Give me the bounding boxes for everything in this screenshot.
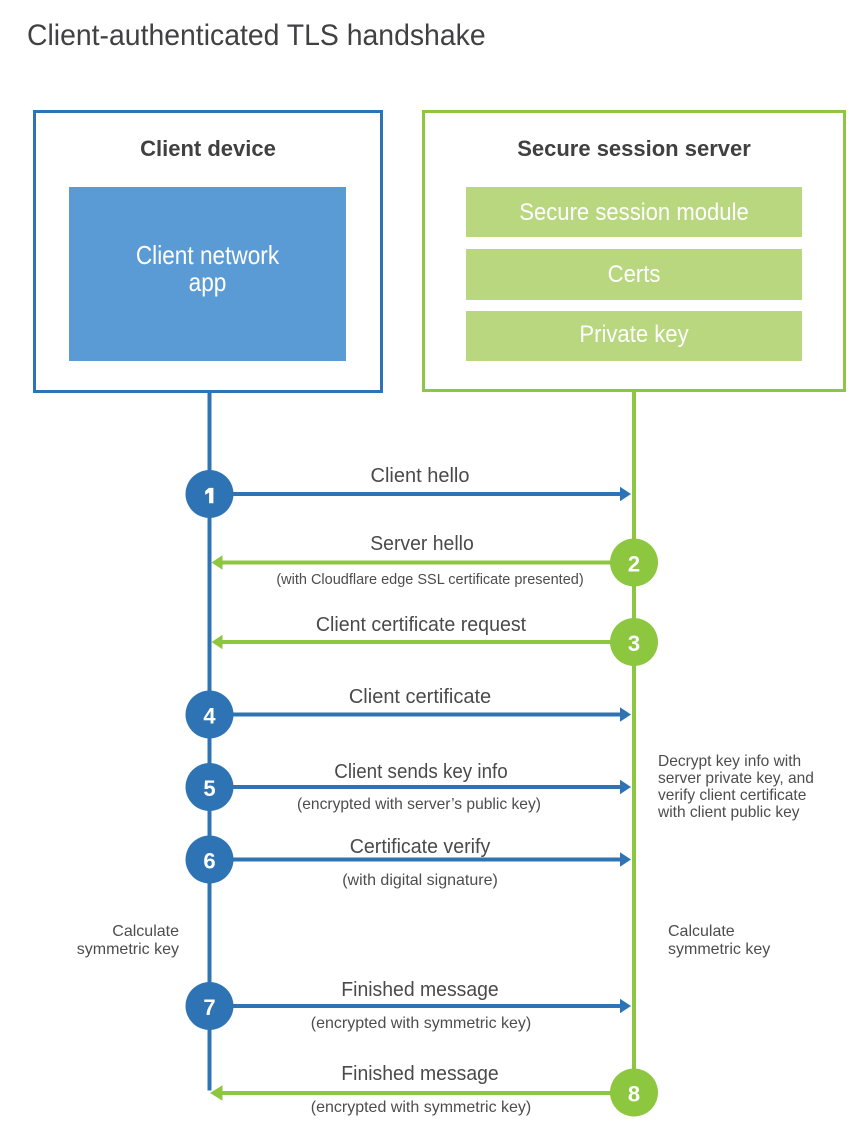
svg-text:3: 3 bbox=[628, 631, 640, 656]
svg-text:8: 8 bbox=[628, 1082, 640, 1107]
svg-text:2: 2 bbox=[628, 552, 640, 577]
svg-text:6: 6 bbox=[203, 849, 215, 874]
svg-text:4: 4 bbox=[203, 704, 216, 729]
svg-text:5: 5 bbox=[203, 776, 215, 801]
svg-text:7: 7 bbox=[203, 995, 215, 1020]
